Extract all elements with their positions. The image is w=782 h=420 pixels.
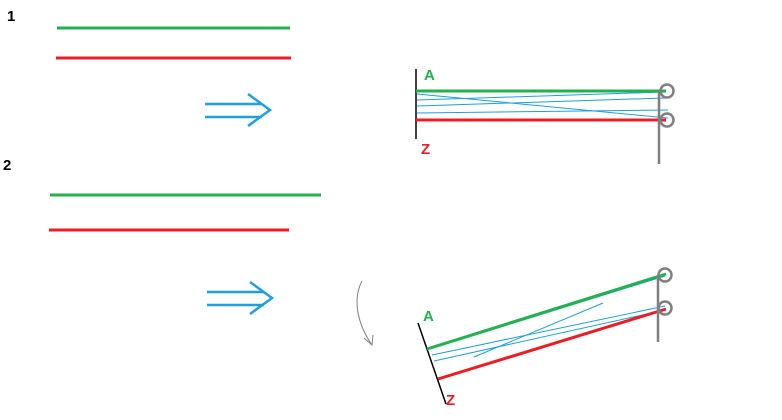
step-1-number: 1 [7, 8, 15, 25]
step-2-number: 2 [3, 157, 11, 174]
step-2-label-z: Z [446, 392, 455, 409]
step-2-post [656, 267, 673, 342]
rotate-arrow-head [363, 334, 374, 347]
step-2-green-wire-fixed [426, 272, 667, 351]
step-1-arrow-icon [205, 92, 273, 128]
step-2-anchor-line [417, 322, 447, 405]
step-1-post [657, 83, 675, 164]
rotate-arrow-icon [356, 280, 373, 346]
step-2-blue-lacing [429, 275, 666, 362]
step-1-label-z: Z [421, 141, 430, 158]
step-1-label-a: A [424, 67, 435, 84]
step-1-blue-lacing [416, 91, 669, 119]
step-2-arrow-icon [207, 280, 275, 316]
step-2-red-wire-fixed [437, 307, 667, 381]
step-2-label-a: A [423, 308, 434, 325]
